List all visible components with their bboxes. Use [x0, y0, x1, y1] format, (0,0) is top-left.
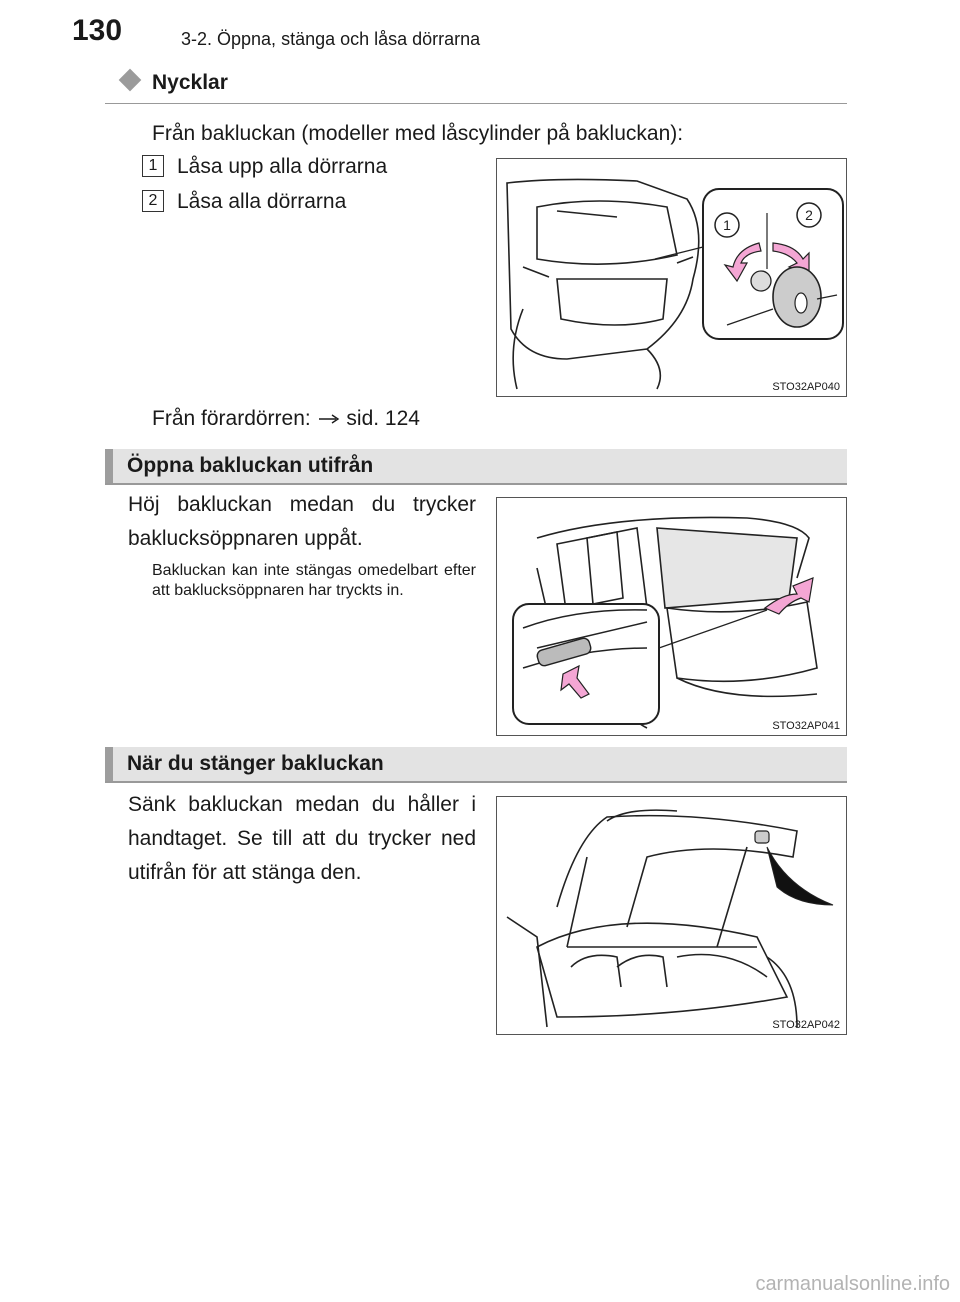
page-reference-link[interactable]: sid. 124 — [346, 407, 420, 430]
close-body: Sänk bakluckan medan du håller i handtag… — [128, 793, 476, 884]
driver-door-reference: Från förardörren: sid. 124 — [152, 402, 420, 436]
keys-title: Nycklar — [152, 71, 228, 94]
section-accent — [105, 747, 113, 781]
section-header-open: Öppna bakluckan utifrån — [105, 449, 847, 485]
figure-code: STO32AP042 — [772, 1019, 840, 1031]
open-body: Höj bakluckan medan du trycker baklucksö… — [128, 493, 476, 550]
page-number: 130 — [72, 14, 123, 47]
running-head: 3-2. Öppna, stänga och låsa dörrarna — [181, 29, 481, 49]
section-title-close: När du stänger bakluckan — [127, 752, 384, 775]
callout-2: 2 — [805, 207, 813, 223]
driver-door-prefix: Från förardörren: — [152, 407, 311, 430]
figure-code: STO32AP040 — [772, 381, 840, 393]
item-text-1: Låsa upp alla dörrarna — [177, 155, 388, 178]
section-title-open: Öppna bakluckan utifrån — [127, 454, 374, 477]
section-header-close: När du stänger bakluckan — [105, 747, 847, 783]
tailgate-opener-illustration — [512, 516, 818, 729]
item-number-1: 1 — [142, 155, 164, 177]
watermark: carmanualsonline.info — [755, 1273, 950, 1295]
arrow-right-icon — [318, 414, 339, 425]
figure-key-cylinder: 1 2 STO32AP040 — [496, 158, 847, 397]
item-text-2: Låsa alla dörrarna — [177, 190, 347, 213]
divider — [105, 103, 847, 104]
open-note: Bakluckan kan inte stängas omedelbart ef… — [152, 562, 476, 599]
figure-code: STO32AP041 — [772, 720, 840, 732]
section-accent — [105, 449, 113, 483]
callout-1: 1 — [723, 217, 731, 233]
figure-closing-tailgate: STO32AP042 — [496, 796, 847, 1035]
keys-intro: Från bakluckan (modeller med låscylinder… — [152, 122, 684, 145]
closing-tailgate-illustration — [506, 809, 834, 1028]
figure-tailgate-opener: STO32AP041 — [496, 497, 847, 736]
item-number-2: 2 — [142, 190, 164, 212]
diamond-bullet-icon — [118, 68, 142, 92]
car-rear-key-illustration: 1 2 — [506, 178, 844, 390]
